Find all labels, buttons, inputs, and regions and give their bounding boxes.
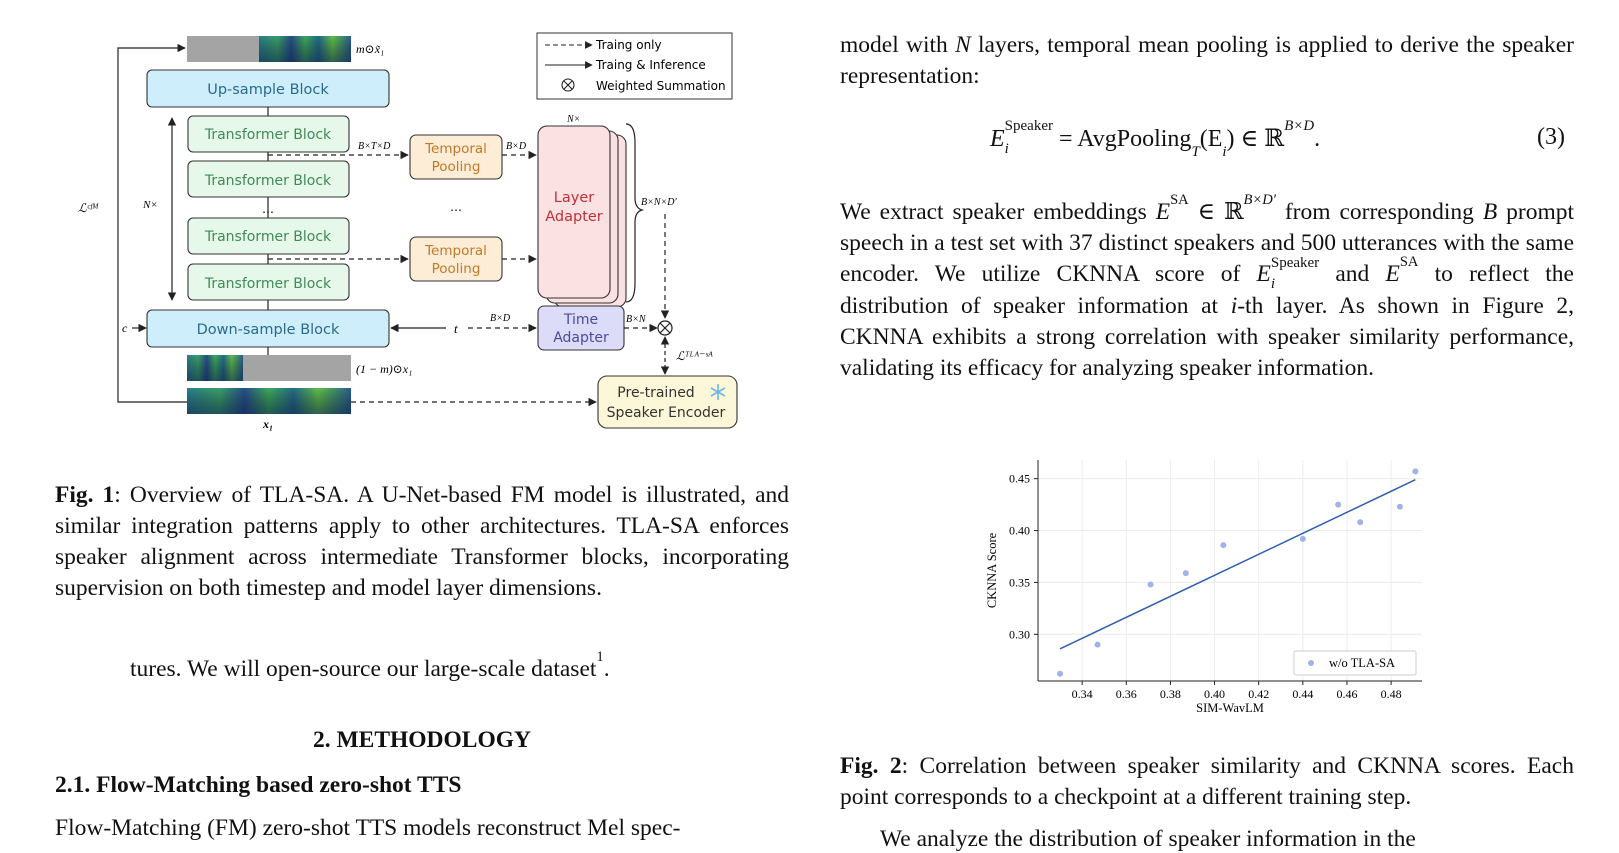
svg-text:Pre-trained: Pre-trained [617, 385, 694, 401]
footnote-mark: 1 [596, 648, 604, 665]
right-paragraph-1: model with N layers, temporal mean pooli… [840, 32, 1574, 89]
label-n-left: N× [142, 199, 158, 211]
label-bn: B×N [626, 314, 647, 325]
data-point [1147, 581, 1154, 588]
figure-1-caption-text: : Overview of TLA-SA. A U-Net-based FM m… [55, 482, 789, 601]
label-bd-1: B×D [506, 141, 527, 152]
x-tick-label: 0.34 [1072, 687, 1093, 701]
snowflake-icon [710, 384, 726, 400]
x-tick-label: 0.40 [1204, 687, 1225, 701]
transformer-block-4: Transformer Block [187, 263, 350, 301]
figure-1-legend: Traing only Traing & Inference Weighted … [536, 32, 733, 100]
fit-line [1059, 479, 1416, 650]
label-one-minus-m: (1 − m)⊙x₁ [356, 362, 412, 376]
x-tick-label: 0.48 [1381, 687, 1402, 701]
x-tick-label: 0.42 [1248, 687, 1269, 701]
upsample-label: Up-sample Block [207, 82, 329, 98]
svg-text:Traing & Inference: Traing & Inference [595, 58, 706, 72]
y-tick-label: 0.40 [1009, 524, 1030, 538]
right-last-line: We analyze the distribution of speaker i… [880, 826, 1416, 852]
svg-text:Temporal: Temporal [424, 141, 487, 157]
svg-text:Speaker Encoder: Speaker Encoder [607, 405, 726, 421]
x-axis-label: SIM-WavLM [1196, 701, 1264, 715]
svg-text:Traing only: Traing only [595, 38, 662, 52]
dots-mid: … [450, 200, 462, 214]
target-spectrogram [187, 388, 351, 414]
svg-text:Adapter: Adapter [553, 330, 609, 346]
label-bd-2: B×D [490, 313, 511, 324]
right-paragraph-2: We extract speaker embeddings ESA ∈ ℝB×D… [840, 191, 1574, 381]
data-point [1220, 542, 1227, 549]
figure-1-diagram: m⊙x̃₁ (1 − m)⊙x₁ x₁ ℒᶜᶠᴹ Up-sample Block… [78, 32, 738, 431]
x-tick-label: 0.44 [1292, 687, 1313, 701]
svg-text:Time: Time [563, 312, 598, 328]
transformer-block-2: Transformer Block [187, 160, 350, 198]
weighted-summation-icon [657, 320, 673, 336]
figure-1-caption-label: Fig. 1 [55, 482, 115, 508]
label-cfm: ℒᶜᶠᴹ [78, 201, 99, 215]
svg-text:Transformer Block: Transformer Block [204, 173, 332, 189]
data-point [1396, 503, 1403, 510]
figure-2-chart: 0.34 0.36 0.38 0.40 0.42 0.44 0.46 0.48 0.30 0.35… [985, 460, 1422, 715]
svg-text:Pooling: Pooling [432, 159, 481, 175]
label-x1: x₁ [262, 417, 273, 431]
x-tick-label: 0.38 [1160, 687, 1181, 701]
y-tick-label: 0.45 [1009, 472, 1030, 486]
figure-2-caption: Fig. 2: Correlation between speaker simi… [840, 751, 1574, 813]
svg-text:Transformer Block: Transformer Block [204, 229, 332, 245]
equation-number: (3) [1537, 124, 1565, 150]
transformer-block-3: Transformer Block [187, 217, 350, 255]
downsample-label: Down-sample Block [197, 322, 340, 338]
footnote-line: tures. We will open-source our large-sca… [130, 648, 610, 682]
svg-text:Pooling: Pooling [432, 261, 481, 277]
svg-text:Transformer Block: Transformer Block [204, 127, 332, 143]
data-point [1335, 501, 1342, 508]
data-point [1094, 641, 1101, 648]
left-last-line: Flow-Matching (FM) zero-shot TTS models … [55, 815, 681, 841]
transformer-block-1: Transformer Block [187, 115, 350, 153]
section-heading: 2. METHODOLOGY [312, 727, 532, 753]
svg-text:Weighted Summation: Weighted Summation [596, 79, 726, 93]
y-tick-label: 0.35 [1009, 575, 1030, 589]
figure-2-caption-text: : Correlation between speaker similarity… [840, 753, 1574, 810]
data-point [1057, 670, 1064, 677]
layer-adapter-stack: Layer Adapter [537, 125, 627, 308]
label-btd: B×T×D [358, 141, 391, 152]
data-point [1357, 519, 1364, 526]
pretrained-speaker-encoder: Pre-trained Speaker Encoder [597, 375, 738, 429]
label-c: c [122, 321, 128, 335]
x-tick-label: 0.46 [1336, 687, 1357, 701]
label-bnd: B×N×D′ [641, 197, 677, 208]
figure-1-caption: Fig. 1: Overview of TLA-SA. A U-Net-base… [55, 480, 789, 604]
legend-label: w/o TLA-SA [1329, 656, 1395, 670]
svg-text:Temporal: Temporal [424, 243, 487, 259]
data-point [1299, 535, 1306, 542]
temporal-pooling-2: Temporal Pooling [409, 236, 503, 282]
data-point [1182, 570, 1189, 577]
label-t: t [454, 321, 458, 336]
label-m-x1: m⊙x̃₁ [356, 42, 384, 56]
svg-text:Adapter: Adapter [545, 209, 603, 225]
label-n-stack: N× [566, 114, 580, 125]
temporal-pooling-1: Temporal Pooling [409, 134, 503, 180]
svg-text:Transformer Block: Transformer Block [204, 276, 332, 292]
y-tick-label: 0.30 [1009, 627, 1030, 641]
chart-legend [1293, 650, 1417, 676]
label-tla-sa: ℒᵀᴸᴬ⁻ˢᴬ [676, 349, 713, 363]
figure-2-caption-label: Fig. 2 [840, 753, 902, 779]
subsection-heading: 2.1. Flow-Matching based zero-shot TTS [55, 772, 462, 798]
time-adapter: Time Adapter [537, 305, 625, 351]
legend-marker [1308, 660, 1314, 666]
masked-spectrogram-top [187, 36, 351, 62]
masked-spectrogram-bottom [187, 355, 351, 381]
dots-left: … [262, 202, 274, 216]
data-point [1412, 468, 1419, 475]
x-tick-label: 0.36 [1116, 687, 1137, 701]
svg-text:Layer: Layer [554, 190, 594, 206]
y-axis-label: CKNNA Score [985, 532, 999, 608]
